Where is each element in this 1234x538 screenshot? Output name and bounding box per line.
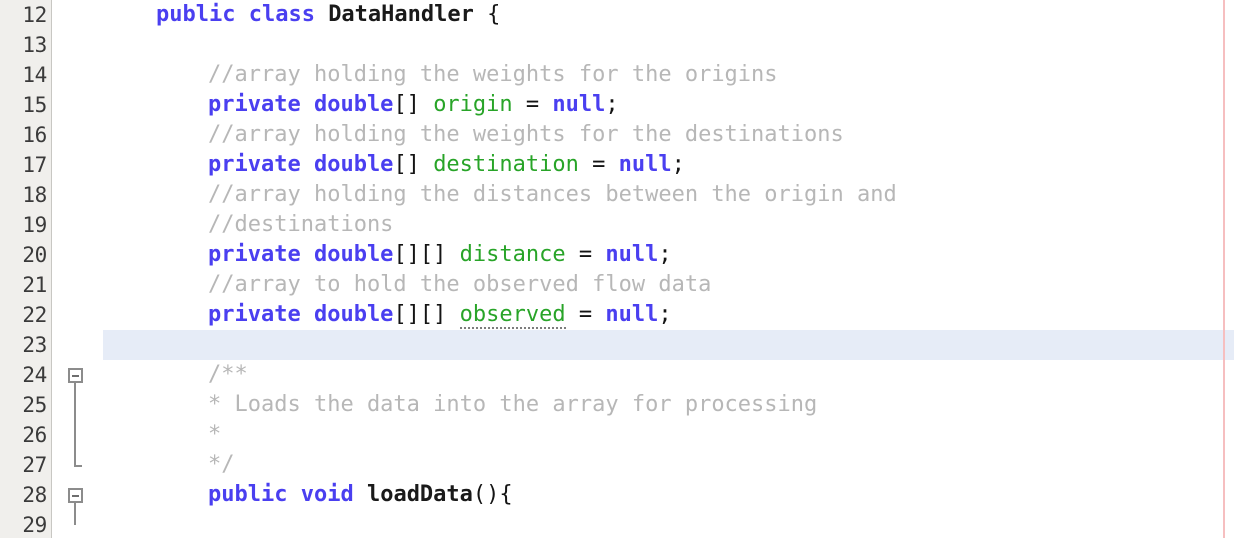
token-type: loadData bbox=[366, 482, 473, 507]
code-line-14[interactable]: //array holding the weights for the orig… bbox=[208, 60, 778, 90]
line-number-19[interactable]: 19 bbox=[22, 213, 47, 237]
line-number-25[interactable]: 25 bbox=[22, 393, 47, 417]
line-number-18[interactable]: 18 bbox=[22, 183, 47, 207]
code-line-17[interactable]: private double[] destination = null; bbox=[208, 150, 685, 180]
token-field: distance bbox=[459, 242, 566, 267]
token-plain: (){ bbox=[472, 482, 513, 507]
token-kw: null bbox=[605, 242, 659, 267]
code-line-16[interactable]: //array holding the weights for the dest… bbox=[208, 120, 844, 150]
token-kw: null bbox=[605, 302, 659, 327]
token-comment: //array to hold the observed flow data bbox=[208, 272, 712, 297]
code-line-26[interactable]: * bbox=[208, 420, 221, 450]
line-number-20[interactable]: 20 bbox=[22, 243, 47, 267]
token-plain: = bbox=[565, 242, 606, 267]
token-plain: [] bbox=[393, 92, 434, 117]
code-line-22[interactable]: private double[][] observed = null; bbox=[208, 300, 672, 330]
token-kw: private double bbox=[208, 92, 394, 117]
token-comment: //array holding the weights for the dest… bbox=[208, 122, 844, 147]
code-line-20[interactable]: private double[][] distance = null; bbox=[208, 240, 672, 270]
token-plain: = bbox=[565, 302, 606, 327]
token-comment: //destinations bbox=[208, 212, 394, 237]
code-line-28[interactable]: public void loadData(){ bbox=[208, 480, 513, 510]
code-line-25[interactable]: * Loads the data into the array for proc… bbox=[208, 390, 817, 420]
line-number-17[interactable]: 17 bbox=[22, 153, 47, 177]
token-plain: [] bbox=[393, 152, 434, 177]
token-plain: [][] bbox=[393, 242, 460, 267]
token-plain: ; bbox=[658, 242, 672, 267]
line-number-16[interactable]: 16 bbox=[22, 123, 47, 147]
token-kw: null bbox=[552, 92, 606, 117]
token-kw: private double bbox=[208, 152, 394, 177]
code-text-area[interactable]: public class DataHandler { //array holdin… bbox=[53, 0, 1234, 538]
token-kw: public class bbox=[156, 2, 329, 27]
token-field: origin bbox=[433, 92, 513, 117]
token-kw: public void bbox=[208, 482, 367, 507]
code-line-15[interactable]: private double[] origin = null; bbox=[208, 90, 619, 120]
line-number-29[interactable]: 29 bbox=[22, 513, 47, 537]
code-folding-column[interactable] bbox=[53, 0, 103, 538]
token-type: DataHandler bbox=[328, 2, 474, 27]
token-comment: */ bbox=[208, 452, 235, 477]
fold-region-stem-line-24 bbox=[74, 383, 76, 465]
token-plain: = bbox=[512, 92, 553, 117]
fold-toggle-minus-icon-line-24[interactable] bbox=[68, 368, 83, 383]
code-line-27[interactable]: */ bbox=[208, 450, 235, 480]
code-line-12[interactable]: public class DataHandler { bbox=[156, 0, 500, 30]
line-number-26[interactable]: 26 bbox=[22, 423, 47, 447]
token-field-u: observed bbox=[459, 302, 566, 329]
line-number-23[interactable]: 23 bbox=[22, 333, 47, 357]
token-comment: * bbox=[208, 422, 222, 447]
fold-region-stem-line-28 bbox=[74, 503, 76, 525]
token-plain: [][] bbox=[393, 302, 460, 327]
right-margin-guide bbox=[1223, 0, 1225, 538]
code-line-18[interactable]: //array holding the distances between th… bbox=[208, 180, 897, 210]
token-plain: = bbox=[578, 152, 619, 177]
fold-region-end-line-27 bbox=[74, 465, 82, 467]
line-number-gutter[interactable]: 12 13 14 15 16 17 18 19 20 21 22 23 24 25 26 27 28 29 bbox=[0, 0, 52, 538]
token-plain: { bbox=[473, 2, 501, 27]
line-number-12[interactable]: 12 bbox=[22, 3, 47, 27]
line-number-21[interactable]: 21 bbox=[22, 273, 47, 297]
line-number-13[interactable]: 13 bbox=[22, 33, 47, 57]
token-comment: * Loads the data into the array for proc… bbox=[208, 392, 818, 417]
fold-toggle-minus-icon-line-28[interactable] bbox=[68, 488, 83, 503]
token-plain: ; bbox=[658, 302, 672, 327]
token-comment: /** bbox=[208, 362, 248, 387]
token-comment: //array holding the distances between th… bbox=[208, 182, 897, 207]
code-line-19[interactable]: //destinations bbox=[208, 210, 393, 240]
code-line-24[interactable]: /** bbox=[208, 360, 248, 390]
token-plain: ; bbox=[605, 92, 619, 117]
current-line-highlight bbox=[103, 330, 1234, 360]
token-comment: //array holding the weights for the orig… bbox=[208, 62, 778, 87]
line-number-22[interactable]: 22 bbox=[22, 303, 47, 327]
token-kw: null bbox=[618, 152, 672, 177]
code-line-21[interactable]: //array to hold the observed flow data bbox=[208, 270, 711, 300]
line-number-14[interactable]: 14 bbox=[22, 63, 47, 87]
token-kw: private double bbox=[208, 242, 394, 267]
line-number-28[interactable]: 28 bbox=[22, 483, 47, 507]
line-number-24[interactable]: 24 bbox=[22, 363, 47, 387]
token-plain: ; bbox=[671, 152, 685, 177]
token-kw: private double bbox=[208, 302, 394, 327]
line-number-27[interactable]: 27 bbox=[22, 453, 47, 477]
line-number-15[interactable]: 15 bbox=[22, 93, 47, 117]
token-field: destination bbox=[433, 152, 579, 177]
